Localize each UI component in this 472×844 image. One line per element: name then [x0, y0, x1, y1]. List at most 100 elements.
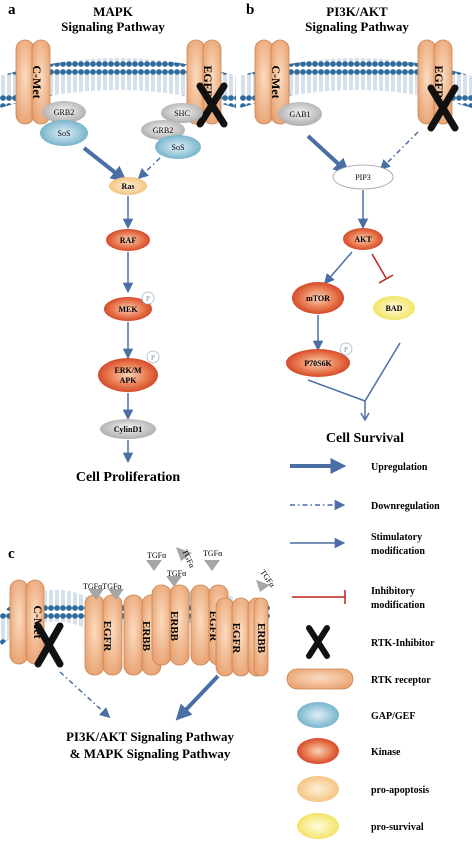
- cyclind1-label: CylinD1: [114, 425, 142, 434]
- receptor-egfr-label: EGFR: [101, 621, 113, 653]
- legend-inhibitory-label-2: modification: [371, 600, 425, 611]
- legend-pro-survival-label: pro-survival: [371, 822, 424, 833]
- tgf-alpha-label: TGFα: [167, 569, 187, 578]
- erk-label-line1: ERK/M: [114, 366, 142, 375]
- phospho-label: P: [344, 346, 348, 354]
- legend-upregulation-label: Upregulation: [371, 462, 428, 473]
- rtk-inhibitor-icon: [34, 622, 64, 668]
- legend-inhibitory-icon: [292, 590, 346, 604]
- cell-survival-label: Cell Survival: [326, 431, 404, 446]
- legend-downregulation-label: Downregulation: [371, 501, 440, 512]
- legend-pro-apoptosis-icon: [297, 776, 339, 802]
- upregulation-arrow: [306, 134, 350, 175]
- legend-rtk-inhibitor-label: RTK-Inhibitor: [371, 638, 435, 649]
- legend-kinase-label: Kinase: [371, 747, 401, 758]
- downregulation-arrow: [137, 157, 161, 180]
- tgf-alpha-label: TGFα: [203, 549, 223, 558]
- erk-mapk-node: [98, 358, 158, 392]
- legend-rtk-receptor-icon: [286, 668, 354, 690]
- legend-pro-survival-icon: [297, 813, 339, 839]
- panel-a-title: MAPK: [93, 4, 134, 19]
- rtk-inhibitor-icon: [427, 84, 459, 132]
- rtk-inhibitor-icon: [196, 82, 228, 128]
- panel-b-title: PI3K/AKT: [326, 4, 388, 19]
- panel-b: b PI3K/AKT Signaling Pathway C-Met EGFR …: [240, 2, 472, 446]
- receptor-erbb-label: ERBB: [168, 611, 180, 642]
- c-met-label: C-Met: [269, 65, 283, 98]
- panel-a-letter: a: [8, 2, 16, 18]
- panel-a-subtitle: Signaling Pathway: [61, 19, 165, 34]
- c-met-receptor: C-Met: [254, 39, 290, 125]
- mek-node: [104, 297, 152, 321]
- sos-right-node: [155, 135, 201, 159]
- tgf-alpha-ligand: [88, 589, 124, 600]
- legend-rtk-inhibitor-icon: [306, 625, 330, 659]
- p70s6k-node: [286, 349, 350, 377]
- shc-node: [161, 103, 203, 123]
- downregulation-arrow: [379, 131, 419, 171]
- grb2-right-node: [141, 120, 185, 140]
- phospho-label: P: [146, 295, 150, 303]
- pip3-node: [332, 164, 394, 190]
- legend-inhibitory-label: Inhibitory: [371, 586, 415, 597]
- legend-rtk-receptor-label: RTK receptor: [371, 675, 431, 686]
- cyclind1-node: [100, 419, 156, 439]
- cell-membrane: [240, 58, 472, 108]
- c-met-label: C-Met: [30, 65, 44, 98]
- p70s6k-label: P70S6K: [304, 359, 332, 368]
- erk-label-line2: APK: [120, 376, 138, 385]
- akt-label: AKT: [354, 235, 372, 244]
- tgf-alpha-pair-label: TGFαTGFα: [83, 582, 122, 591]
- raf-label: RAF: [120, 236, 137, 245]
- legend-gap-gef-label: GAP/GEF: [371, 711, 415, 722]
- bad-node: [373, 296, 415, 320]
- combined-pathway-label: PI3K/AKT Signaling Pathway: [66, 729, 235, 744]
- phospho-badge: [141, 291, 155, 305]
- upregulation-arrow: [82, 146, 128, 182]
- downregulation-arrow: [59, 671, 111, 719]
- panel-b-subtitle: Signaling Pathway: [305, 19, 409, 34]
- tgf-alpha-ligand: [146, 547, 270, 592]
- ras-node: [109, 177, 147, 195]
- ras-label: Ras: [122, 182, 135, 191]
- shc-label: SHC: [174, 109, 190, 118]
- legend-stimulatory-label: Stimulatory: [371, 532, 422, 543]
- mtor-node: [292, 282, 344, 314]
- receptor-egfr-label: EGFR: [230, 623, 242, 655]
- panel-c: c C-Met EGFR ERBB TGFαTGFα: [0, 546, 277, 761]
- bad-label: BAD: [386, 304, 403, 313]
- legend-pro-apoptosis-label: pro-apoptosis: [371, 785, 429, 796]
- panel-a: a MAPK Signaling Pathway C-Met EGFR GRB2…: [0, 2, 236, 485]
- mek-label: MEK: [118, 305, 138, 314]
- akt-node: [343, 228, 383, 250]
- legend-stimulatory-label-2: modification: [371, 546, 425, 557]
- convergence-arrow: [307, 342, 401, 422]
- upregulation-arrow: [175, 674, 220, 721]
- phospho-badge: [339, 342, 353, 356]
- panel-c-letter: c: [8, 546, 15, 562]
- stimulatory-arrow: [323, 251, 353, 285]
- grb2-left-label: GRB2: [54, 108, 74, 117]
- combined-pathway-label-2: & MAPK Signaling Pathway: [70, 746, 231, 761]
- receptor-erbb-label: ERBB: [255, 623, 267, 654]
- cell-membrane: [0, 58, 236, 108]
- phospho-badge: [146, 350, 160, 364]
- c-met-receptor: C-Met: [9, 579, 45, 665]
- inhibitory-arrow: [371, 253, 394, 284]
- grb2-right-label: GRB2: [153, 126, 173, 135]
- egfr-erbb-dimer: EGFR ERBB: [215, 597, 269, 677]
- gab1-label: GAB1: [290, 110, 311, 119]
- phospho-label: P: [151, 354, 155, 362]
- tgf-alpha-ligand: [166, 576, 182, 587]
- receptor-erbb-label: ERBB: [140, 621, 152, 652]
- panel-b-letter: b: [246, 2, 254, 18]
- mtor-label: mTOR: [306, 294, 330, 303]
- legend-kinase-icon: [297, 738, 339, 764]
- sos-left-node: [40, 120, 88, 146]
- sos-left-label: SoS: [58, 129, 71, 138]
- c-met-receptor: C-Met: [15, 39, 51, 125]
- gab1-node: [278, 102, 322, 126]
- pip3-label: PIP3: [355, 173, 371, 182]
- grb2-left-node: [42, 101, 86, 123]
